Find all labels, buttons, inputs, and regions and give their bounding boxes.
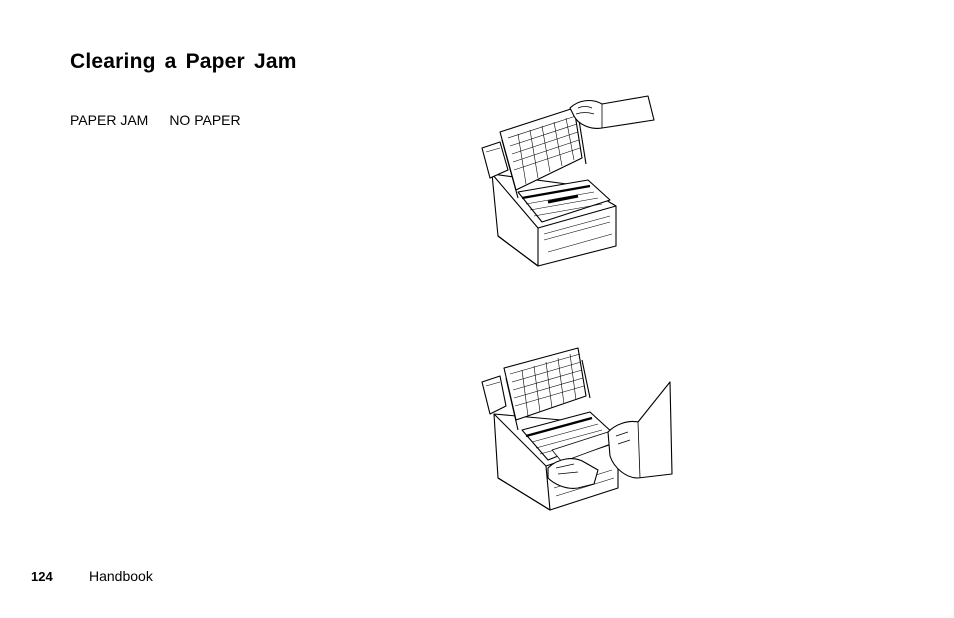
page-title: Clearing a Paper Jam	[70, 50, 297, 74]
running-title: Handbook	[89, 568, 153, 584]
page-footer: 124 Handbook	[31, 568, 153, 584]
status-messages: PAPER JAM NO PAPER	[70, 112, 241, 128]
remove-jammed-paper-illustration	[478, 338, 678, 518]
page-number: 124	[31, 569, 89, 584]
status-no-paper: NO PAPER	[169, 112, 240, 128]
open-cover-illustration	[478, 94, 658, 269]
status-paper-jam: PAPER JAM	[70, 112, 148, 128]
